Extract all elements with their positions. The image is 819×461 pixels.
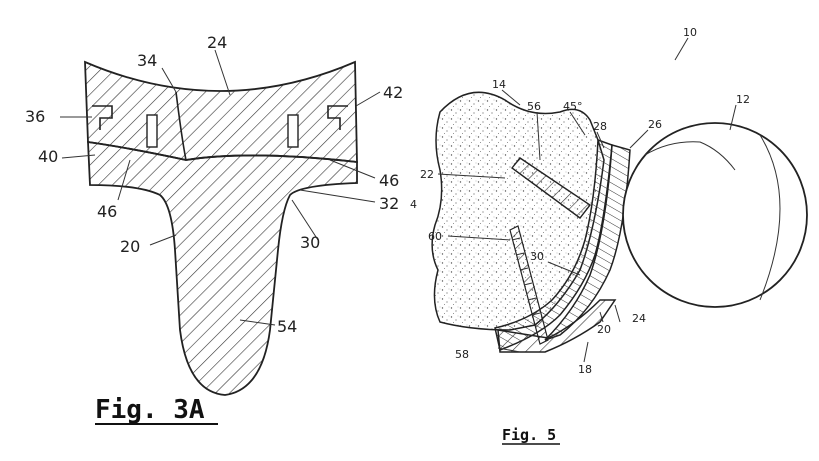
fig3a-label-32: 32 (379, 194, 399, 213)
fig3a-label-20: 20 (120, 237, 140, 256)
fig3a-label-54: 54 (277, 317, 297, 336)
fig3a-slot-right (287, 114, 299, 148)
fig5-ball-12 (622, 122, 808, 308)
fig3a-tab-left (92, 105, 113, 130)
fig3a-label-46-left: 46 (97, 202, 117, 221)
fig3a-label-34: 34 (137, 51, 157, 70)
stray-mark: 4 (410, 198, 417, 211)
fig3a-label-42: 42 (383, 83, 403, 102)
fig5-label-58: 58 (455, 348, 469, 361)
fig5-caption: Fig. 5 (502, 426, 556, 444)
fig3a-label-24: 24 (207, 33, 227, 52)
fig5-screw-60 (509, 225, 549, 345)
fig3a-interface-line (175, 91, 187, 161)
fig3a-label-30: 30 (300, 233, 320, 252)
fig3a-label-40: 40 (38, 147, 58, 166)
fig3a-tab-right (327, 105, 348, 130)
fig3a-caption: Fig. 3A (95, 395, 205, 425)
fig5-label-10: 10 (683, 26, 697, 39)
fig5-label-26: 26 (648, 118, 662, 131)
fig3a-slot-left (146, 114, 158, 148)
fig5-peg-56 (510, 157, 592, 219)
fig5-label-30: 30 (530, 250, 544, 263)
fig5-label-20: 20 (597, 323, 611, 336)
fig5-label-14: 14 (492, 78, 506, 91)
fig5-label-22: 22 (420, 168, 434, 181)
fig3a-top-member-24 (84, 60, 358, 164)
fig3a-label-36: 36 (25, 107, 45, 126)
fig5-label-18: 18 (578, 363, 592, 376)
fig5-label-24: 24 (632, 312, 646, 325)
fig5-label-60: 60 (428, 230, 442, 243)
fig5-label-28: 28 (593, 120, 607, 133)
fig5-label-56: 56 (527, 100, 541, 113)
fig3a-drawing: 24 34 36 42 40 46 46 32 30 20 54 Fig. 3A (25, 33, 403, 425)
fig5-label-45: 45° (563, 100, 583, 113)
fig3a-body-20 (87, 140, 358, 396)
fig5-label-12: 12 (736, 93, 750, 106)
fig5-drawing: 10 12 14 56 45° 28 26 22 60 30 58 20 24 … (420, 26, 808, 445)
fig5-base-18 (497, 299, 617, 353)
fig3a-label-46-right: 46 (379, 171, 399, 190)
